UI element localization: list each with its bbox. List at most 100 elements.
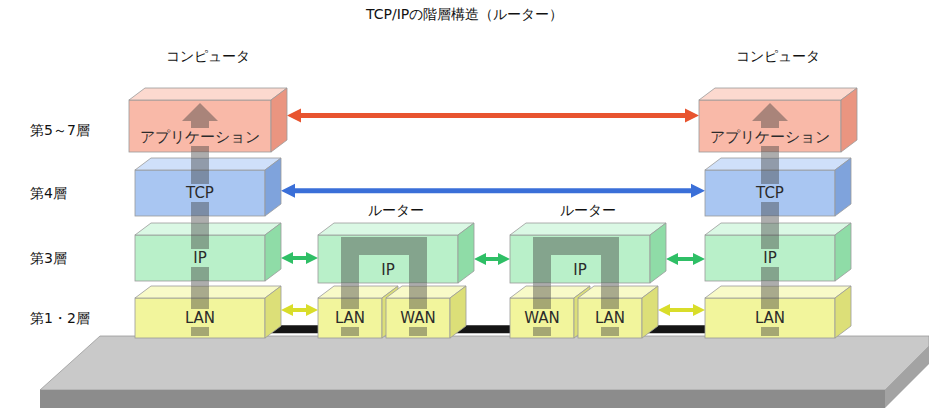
- layer-label: 第3層: [30, 250, 67, 267]
- flow-arrow: [182, 103, 218, 336]
- flow-overlay: [182, 103, 788, 336]
- flow-turn: [542, 246, 610, 336]
- layer-box: LAN: [578, 286, 658, 338]
- peer-arrow: [301, 113, 685, 118]
- layer-box: LAN: [705, 286, 851, 338]
- data-flow: [182, 103, 788, 336]
- flow-arrow: [182, 103, 218, 336]
- box-face: アプリケーション: [699, 100, 841, 152]
- data-flow: [182, 103, 788, 336]
- layer-box: IP: [510, 223, 666, 283]
- data-flow: [182, 103, 788, 336]
- flow-overlay: [182, 103, 788, 336]
- flow-arrow: [182, 103, 218, 336]
- flow-turn: [542, 246, 610, 336]
- slab-top: [40, 336, 929, 390]
- router-label: ルーター: [368, 202, 424, 219]
- box-face: LAN: [135, 298, 265, 338]
- flow-overlay: [182, 103, 788, 336]
- flow-turn: [350, 246, 418, 336]
- layer-box: IP: [705, 223, 851, 281]
- layer-name: WAN: [521, 309, 563, 327]
- box-face: IP: [135, 235, 265, 281]
- box-side: [835, 158, 851, 216]
- slab-side: [885, 346, 929, 408]
- flow-overlay: [182, 103, 788, 336]
- hop-arrow: [486, 257, 498, 261]
- box-side: [841, 88, 857, 152]
- layer-box: TCP: [705, 158, 851, 216]
- flow-overlay: [182, 103, 788, 336]
- data-flow: [182, 103, 788, 336]
- link-arrow: [670, 308, 693, 312]
- flow-turn: [350, 246, 418, 336]
- box-side: [458, 223, 474, 283]
- layer-label: 第1・2層: [30, 310, 90, 327]
- layer-box: WAN: [386, 286, 466, 338]
- data-flow: [182, 103, 788, 336]
- box-side: [265, 223, 281, 281]
- link-arrow: [293, 308, 306, 312]
- box-side: [642, 286, 658, 338]
- box-face: WAN: [510, 298, 574, 338]
- router-label: ルーター: [560, 202, 616, 219]
- box-top: [510, 223, 666, 235]
- flow-turn: [350, 246, 418, 336]
- slab-front: [40, 390, 885, 408]
- flow-arrow: [752, 103, 788, 336]
- layer-box: アプリケーション: [699, 88, 857, 152]
- flow-arrow: [182, 103, 218, 336]
- box-face: WAN: [386, 298, 450, 338]
- flow-arrow: [182, 103, 218, 336]
- hop-arrow: [293, 256, 306, 260]
- data-flow: [182, 103, 788, 336]
- flow-overlay: [182, 103, 788, 336]
- layer-box: LAN: [135, 286, 281, 338]
- layer-name: WAN: [397, 309, 439, 327]
- layer-label: 第5～7層: [30, 122, 90, 139]
- diagram-title: TCP/IPの階層構造（ルーター）: [366, 6, 563, 23]
- flow-turn: [542, 246, 610, 336]
- data-flow: [182, 103, 788, 336]
- box-top: [129, 88, 287, 100]
- layer-name: LAN: [332, 309, 368, 327]
- box-side: [835, 223, 851, 281]
- layer-name: LAN: [592, 309, 628, 327]
- flow-overlay: [182, 103, 788, 336]
- box-side: [835, 286, 851, 338]
- flow-overlay: [182, 103, 788, 336]
- box-side: [271, 88, 287, 152]
- column-heading: コンピュータ: [166, 48, 250, 65]
- layer-box: アプリケーション: [129, 88, 287, 152]
- box-face: LAN: [318, 298, 382, 338]
- flow-arrow: [182, 103, 218, 336]
- layer-name: TCP: [183, 184, 217, 202]
- flow-arrow: [182, 103, 218, 336]
- flow-arrow: [182, 103, 218, 336]
- flow-turn: [350, 246, 418, 336]
- layer-box: TCP: [135, 158, 281, 216]
- layer-name: TCP: [753, 184, 787, 202]
- layer-label: 第4層: [30, 185, 67, 202]
- flow-turn: [350, 246, 418, 336]
- flow-arrow: [182, 103, 218, 336]
- data-flow: [182, 103, 788, 336]
- box-top: [318, 223, 474, 235]
- flow-overlay: [182, 103, 788, 336]
- box-face: IP: [318, 235, 458, 283]
- layer-name: IP: [760, 249, 779, 267]
- flow-turn: [350, 246, 418, 336]
- flow-overlay: [182, 103, 788, 336]
- data-flow: [182, 103, 788, 336]
- flow-arrow: [182, 103, 218, 336]
- layer-name: アプリケーション: [137, 128, 263, 146]
- box-face: IP: [705, 235, 835, 281]
- box-face: TCP: [705, 170, 835, 216]
- box-face: LAN: [705, 298, 835, 338]
- data-flow: [182, 103, 788, 336]
- data-flow: [182, 103, 788, 336]
- box-face: LAN: [578, 298, 642, 338]
- layer-name: LAN: [752, 309, 788, 327]
- layer-name: LAN: [182, 309, 218, 327]
